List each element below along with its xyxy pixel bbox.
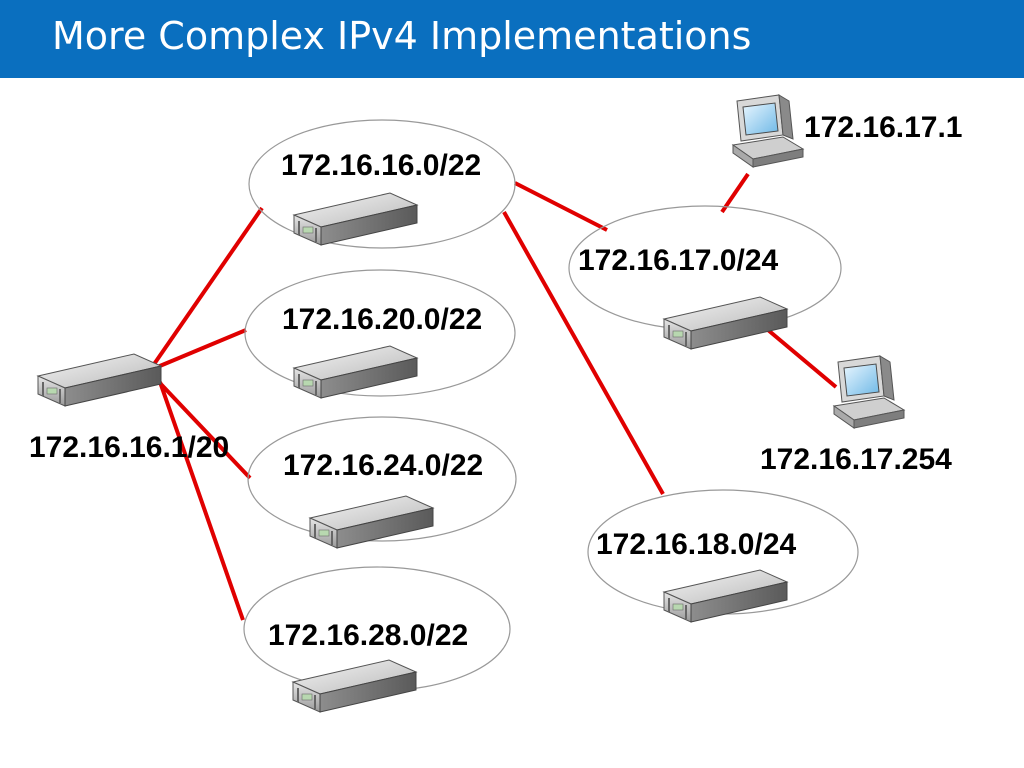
link-subnet-16-to-18 [502,211,665,495]
server-icon [293,192,418,246]
subnet-label: 172.16.18.0/24 [596,528,797,561]
computer-icon [732,94,804,168]
subnet-ellipse-16 [248,119,516,249]
subnet-ellipse-24 [247,416,517,542]
slide-title: More Complex IPv4 Implementations [52,14,752,58]
server-icon [663,569,788,623]
server-icon [293,345,418,399]
link-core-to-subnet-28 [158,381,245,621]
server-icon [37,353,162,407]
title-bar: More Complex IPv4 Implementations [0,0,1024,78]
link-lines [148,172,838,621]
host-label: 172.16.17.254 [760,443,952,476]
subnet-ellipse-20 [244,269,516,397]
core-router-label: 172.16.16.1/20 [29,431,230,464]
link-subnet-17-to-host-1 [720,172,750,214]
server-icon [663,296,788,350]
subnet-label: 172.16.16.0/22 [281,149,482,182]
server-icon [309,495,434,549]
link-subnet-16-to-17 [514,181,608,232]
subnet-label: 172.16.17.0/24 [578,244,779,277]
computer-icon [833,355,905,429]
subnet-label: 172.16.28.0/22 [268,619,469,652]
subnet-label: 172.16.20.0/22 [282,303,483,336]
server-icon [292,659,417,713]
link-core-to-subnet-20 [154,328,247,370]
link-subnet-17-to-host-254 [766,328,838,389]
subnet-label: 172.16.24.0/22 [283,449,484,482]
host-label: 172.16.17.1 [804,111,963,144]
link-core-to-subnet-24 [155,378,252,480]
link-core-to-subnet-16 [148,206,264,372]
